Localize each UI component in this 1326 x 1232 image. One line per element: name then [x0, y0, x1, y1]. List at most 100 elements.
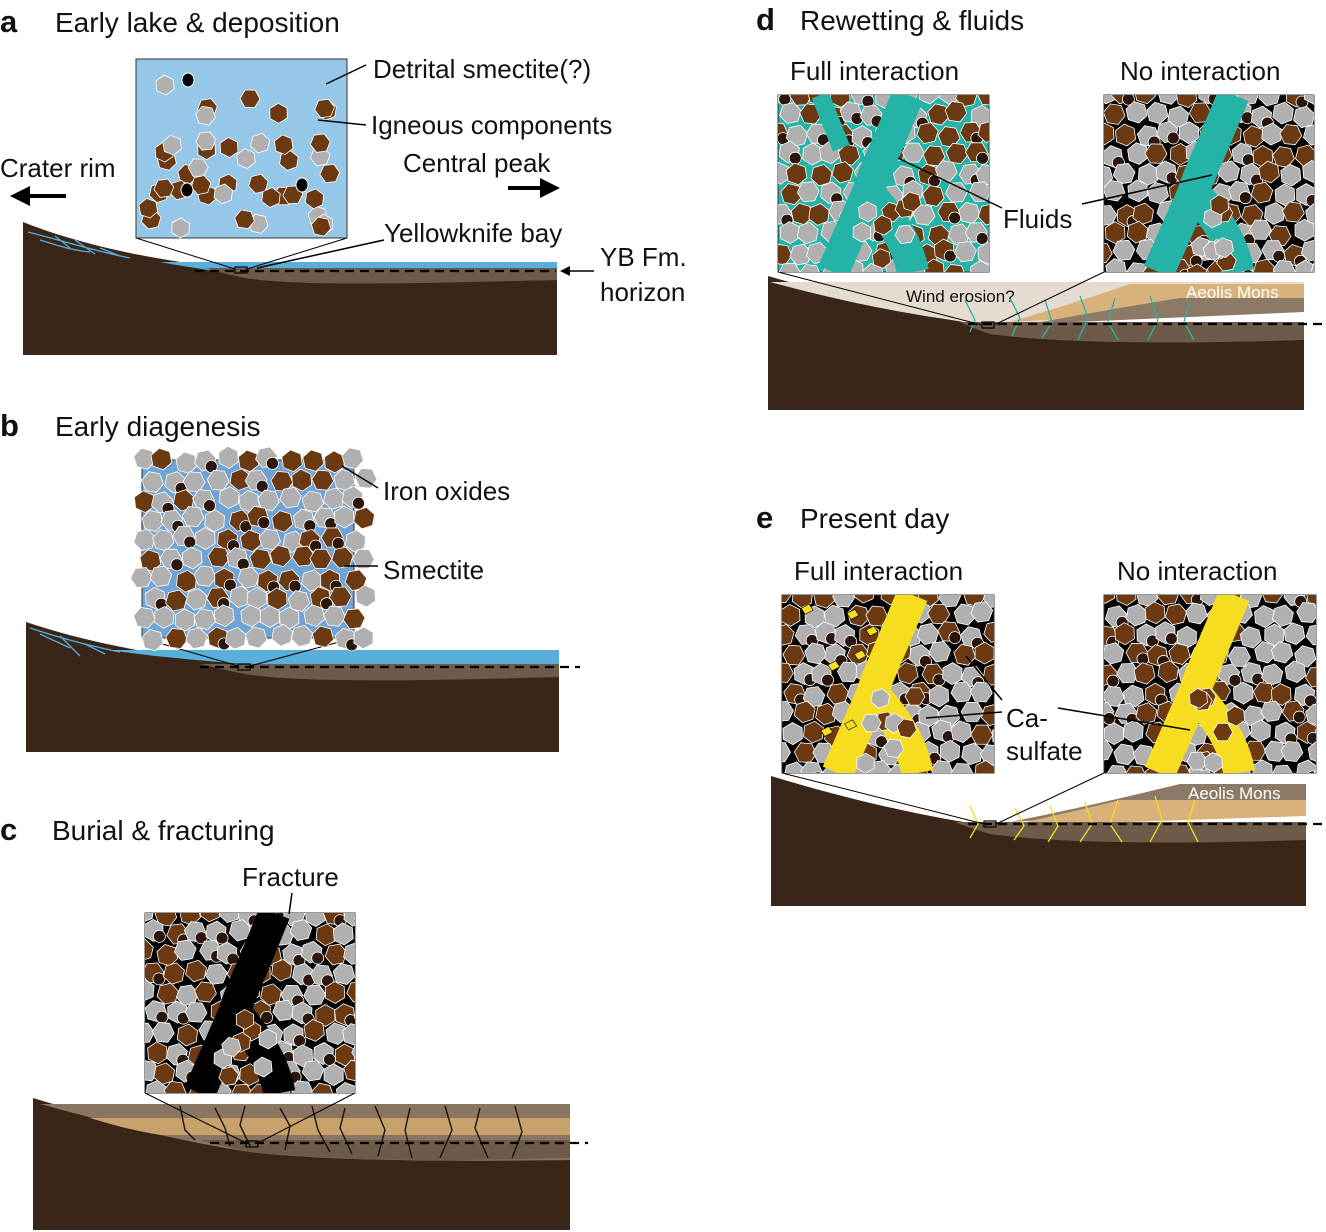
grain	[1135, 702, 1158, 725]
iron-oxide-grain	[180, 182, 194, 198]
grain	[353, 626, 374, 650]
inset-diagenesis	[130, 445, 378, 652]
grain	[799, 264, 820, 272]
grain	[778, 161, 790, 185]
grain	[346, 981, 355, 1003]
iron-oxide-grain	[293, 1034, 306, 1048]
grain	[155, 74, 175, 96]
grain	[279, 150, 299, 171]
inset-marker	[234, 266, 248, 274]
grain	[245, 626, 268, 649]
grain	[865, 605, 889, 627]
grain	[1188, 687, 1208, 709]
fracture-label: Fracture	[242, 862, 339, 892]
grain	[249, 548, 272, 570]
grain	[782, 603, 801, 627]
iron-oxide-grain	[948, 211, 962, 225]
grain	[353, 506, 376, 530]
grain	[912, 204, 936, 226]
grain	[960, 701, 984, 722]
grain	[928, 640, 952, 663]
grain	[324, 980, 346, 1004]
grain	[1242, 125, 1265, 148]
iron-oxide-grain	[223, 578, 237, 592]
grain	[778, 262, 801, 272]
grain	[970, 260, 989, 272]
grain	[934, 160, 958, 182]
grain	[218, 445, 239, 469]
grain	[303, 1019, 325, 1042]
grain	[271, 624, 293, 647]
grain	[858, 201, 878, 223]
grain	[163, 1080, 187, 1093]
grain	[1104, 595, 1116, 604]
grain	[873, 214, 893, 236]
panel-d-letter: d	[756, 2, 775, 37]
grain	[1318, 682, 1326, 701]
iron-oxide-grain	[1106, 674, 1120, 688]
inset-diagenesis-grains	[130, 445, 378, 652]
iron-oxide-grain	[999, 156, 1011, 168]
grain	[1125, 101, 1148, 124]
inset-full-interaction-grains	[782, 595, 1017, 773]
iron-oxide-grain	[975, 232, 989, 245]
grain	[831, 161, 854, 184]
iron-oxide-grain	[181, 72, 195, 88]
iron-oxide-grain	[295, 177, 309, 193]
grain	[353, 1014, 355, 1019]
inset-lake	[135, 58, 348, 239]
grain	[782, 742, 791, 763]
crater-ground	[771, 776, 1306, 906]
fracture-leader	[288, 892, 293, 915]
grain	[823, 604, 846, 628]
grain	[219, 137, 239, 158]
grain	[147, 1041, 168, 1065]
iron-oxide-grain	[788, 151, 802, 165]
grain	[927, 103, 950, 126]
grain	[791, 595, 813, 609]
iron-oxide-grain	[215, 931, 229, 945]
grain	[257, 489, 280, 512]
panel-d: d Rewetting & fluids Full interaction No…	[756, 2, 1326, 410]
grain	[279, 486, 302, 509]
grain	[782, 722, 803, 746]
grain	[351, 1044, 355, 1058]
aeolis-mons-label: Aeolis Mons	[1188, 784, 1281, 803]
grain	[896, 718, 918, 739]
grain	[1239, 626, 1262, 649]
grain-clip	[782, 595, 1017, 773]
grain	[193, 565, 217, 587]
grain	[218, 913, 240, 923]
grain	[1305, 624, 1316, 646]
yb-sediment	[960, 322, 1304, 343]
grain	[357, 961, 379, 981]
grain	[1133, 662, 1156, 685]
fluid-veins	[964, 295, 1195, 341]
grain	[341, 447, 364, 470]
grain	[804, 642, 827, 665]
grain	[141, 509, 164, 532]
ca-sulfate-crystal	[853, 649, 867, 661]
grain	[953, 603, 977, 626]
grain	[944, 101, 968, 123]
iron-oxide-grain	[257, 516, 271, 530]
ca-sulfate-leader-2	[925, 711, 1003, 719]
grain	[1105, 221, 1126, 245]
panel-a-letter: a	[0, 4, 18, 39]
grain	[1258, 160, 1280, 184]
grain	[358, 1083, 378, 1105]
grain	[253, 1056, 273, 1078]
grain	[319, 163, 341, 184]
inset-fracture	[144, 912, 379, 1105]
grain	[928, 684, 950, 708]
grain	[1122, 719, 1144, 743]
grain	[802, 720, 825, 744]
grain	[311, 469, 335, 491]
inset-no-interaction-grains	[1104, 595, 1326, 773]
horizon-label: horizon	[600, 277, 685, 307]
grain	[156, 982, 179, 1005]
ca-label: Ca-	[1006, 703, 1048, 733]
iron-oxide-grain	[1164, 632, 1178, 646]
grain	[997, 606, 1017, 628]
channel-streams	[27, 231, 131, 259]
